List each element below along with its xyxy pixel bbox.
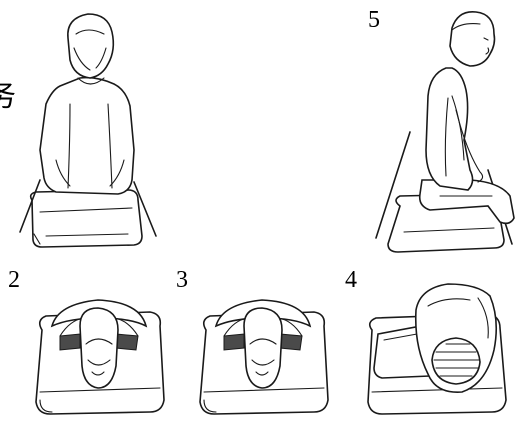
panel-1-seated-back-figure (20, 14, 156, 247)
panel-3-lying-figure-top-view (200, 300, 328, 414)
panel-5-seated-side-figure (376, 12, 514, 252)
panel-4-lying-figure-side-view (368, 284, 506, 414)
panel-2-lying-figure-top-view (36, 300, 164, 414)
